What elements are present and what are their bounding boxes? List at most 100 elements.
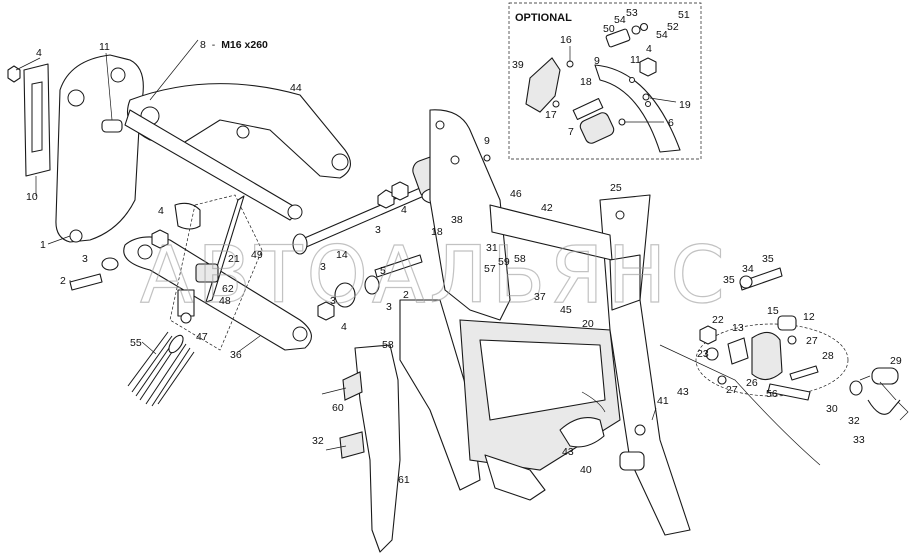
callout-label: 11 [99,41,110,53]
leader [105,52,113,121]
bolt-32 [325,445,347,451]
callout-label: 36 [230,349,242,361]
spring-55 [127,331,195,407]
spring-55-end [168,334,184,354]
optional-plate-hole [645,101,651,107]
callout-labels: 4 11 44 10 1 2 3 4 21 49 62 48 47 55 36 … [26,7,902,486]
optional-washer-17 [552,100,560,108]
callout-label: 4 [341,321,347,333]
callout-label: 18 [580,76,592,88]
arm-44-lower-link [124,109,301,221]
bracket-32 [339,431,365,459]
callout-label: 29 [890,355,902,367]
block-13 [727,337,749,365]
callout-label: 62 [222,283,234,295]
bolt-8-leader [149,39,199,101]
callout-label: 25 [610,182,622,194]
washer-47 [180,312,192,324]
callout-label: 4 [158,205,164,217]
clip-33 [867,399,901,415]
washer-3 [377,189,395,209]
central-plate-lower [399,299,481,491]
frame-25-hole [615,210,625,220]
link-36 [123,202,312,351]
link-36-hole [137,244,153,260]
callout-label: 46 [510,188,522,200]
optional-nut-4 [639,57,657,77]
callout-label: 10 [26,191,38,203]
callout-label: 34 [742,263,754,275]
optional-pin-50 [605,28,631,48]
callout-label: 1 [40,239,46,251]
callout-label: 32 [312,435,324,447]
optional-inset-title: OPTIONAL [515,12,572,24]
nut-4-low [317,301,335,321]
callout-label: 3 [375,224,381,236]
callout-label: 40 [580,464,592,476]
callout-label: 5 [380,265,386,277]
bushing-15 [777,315,797,331]
washer-30 [849,380,863,396]
callout-label: 3 [386,301,392,313]
bracket-60 [342,371,363,401]
callout-label: 4 [401,204,407,216]
plate-10-slot [31,81,43,153]
callout-label: 54 [656,29,668,41]
block-48 [195,263,219,283]
leader [859,375,871,381]
spring-55-coils [127,331,195,407]
right-hinge-group [695,315,849,401]
callout-label: 50 [603,23,615,35]
callout-label: 58 [382,339,394,351]
callout-label: 55 [130,337,142,349]
handle-29-group [739,267,909,421]
callout-label: 26 [746,377,758,389]
callout-label: 59 [498,256,510,268]
lever-61 [321,344,401,553]
washer-3-right [364,275,380,295]
bushing-3 [334,282,356,308]
optional-inset: OPTIONAL [508,2,702,160]
callout-label: 38 [451,214,463,226]
arm-44-lower-hole [287,204,303,220]
pin-28 [789,365,819,381]
nut-4 [391,181,409,201]
central-plate-hole [450,155,460,165]
bracket-1-hole [69,229,83,243]
callout-label: 23 [697,348,709,360]
shaft-14-assembly [69,181,425,321]
callout-label: 9 [484,135,490,147]
optional-plate-fragment [594,64,681,153]
callout-label: 56 [766,388,778,400]
leader [237,335,261,353]
callout-label: 58 [514,253,526,265]
callout-label: 3 [82,253,88,265]
callout-label: 52 [667,21,679,33]
pin-5 [374,254,423,278]
handle-29-stem [879,381,909,421]
plate-20-face [479,339,606,421]
nut-4-mid [151,229,169,249]
leader [141,341,157,355]
bolt-spec-number: 8 [200,39,206,51]
callout-label: 20 [582,318,594,330]
optional-sleeve-6 [579,112,615,144]
leader-lines [15,46,871,421]
callout-label: 48 [219,295,231,307]
callout-label: 4 [36,47,42,59]
leader [15,57,41,71]
callout-label: 42 [541,202,553,214]
callout-label: 32 [848,415,860,427]
pin-56 [767,383,811,401]
optional-inset-frame [508,2,702,160]
optional-bracket-39 [525,57,561,113]
frame-25 [489,194,691,536]
callout-label: 15 [767,305,779,317]
callout-label: 2 [60,275,66,287]
optional-bolt-7 [572,98,604,120]
nut-4 [7,65,21,83]
callout-label: 57 [484,263,496,275]
callout-label: 19 [679,99,691,111]
link-36-hole [292,326,308,342]
callout-label: 45 [560,304,572,316]
